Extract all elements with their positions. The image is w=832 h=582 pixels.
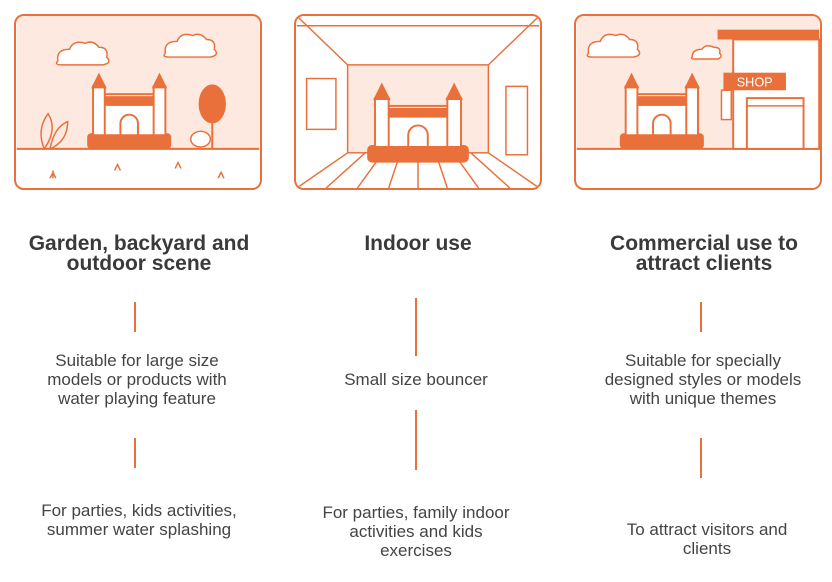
cloud-icon [55,33,218,66]
garden-feature-text: Suitable for large size models or produc… [0,351,277,408]
divider-line [134,302,136,332]
indoor-feature-text: Small size bouncer [276,370,556,389]
text-line: exercises [380,541,452,560]
garden-illustration [16,16,260,188]
text-line: For parties, family indoor [322,503,510,522]
commercial-illustration: SHOP [576,16,820,188]
divider-line [700,438,702,478]
text-line: with unique themes [629,389,777,408]
title-line: Indoor use [364,232,472,255]
text-line: For parties, kids activities, [41,501,237,520]
text-line: Suitable for specially [625,351,781,370]
title-line: attract clients [635,252,773,275]
indoor-illustration [296,16,540,188]
commercial-scene-image: SHOP [574,14,822,190]
grass-icon [49,160,225,179]
text-line: models or products with [47,370,227,389]
text-line: water playing feature [58,389,216,408]
bounce-castle-icon [367,82,469,163]
divider-line [415,298,417,356]
commercial-feature-text: Suitable for specially designed styles o… [563,351,832,408]
bounce-castle-icon [87,72,172,149]
text-line: activities and kids [349,522,483,541]
plant-icon [40,112,69,151]
room-perspective-lines [296,16,540,188]
garden-title: Garden, backyard and outdoor scene [0,232,279,275]
tree-icon [190,84,226,149]
divider-line [700,302,702,332]
indoor-use-text: For parties, family indoor activities an… [276,503,556,560]
cloud-icon [586,33,722,60]
text-line: summer water splashing [46,520,232,539]
text-line: Suitable for large size [55,351,219,370]
indoor-scene-image [294,14,542,190]
text-line: To attract visitors and [626,520,788,539]
indoor-title: Indoor use [278,232,558,255]
shop-building-icon: SHOP [717,29,820,150]
title-line: Commercial use to [610,232,798,255]
text-line: designed styles or models [604,370,802,389]
garden-use-text: For parties, kids activities, summer wat… [0,501,279,539]
text-line: Small size bouncer [344,370,488,389]
text-line: clients [682,539,732,558]
commercial-title: Commercial use to attract clients [564,232,832,275]
divider-line [134,438,136,468]
title-line: Garden, backyard and [28,232,250,255]
divider-line [415,410,417,470]
commercial-use-text: To attract visitors and clients [567,520,832,558]
bounce-castle-icon [619,72,704,149]
title-line: outdoor scene [66,252,212,275]
garden-scene-image [14,14,262,190]
shop-sign-text: SHOP [737,75,773,89]
